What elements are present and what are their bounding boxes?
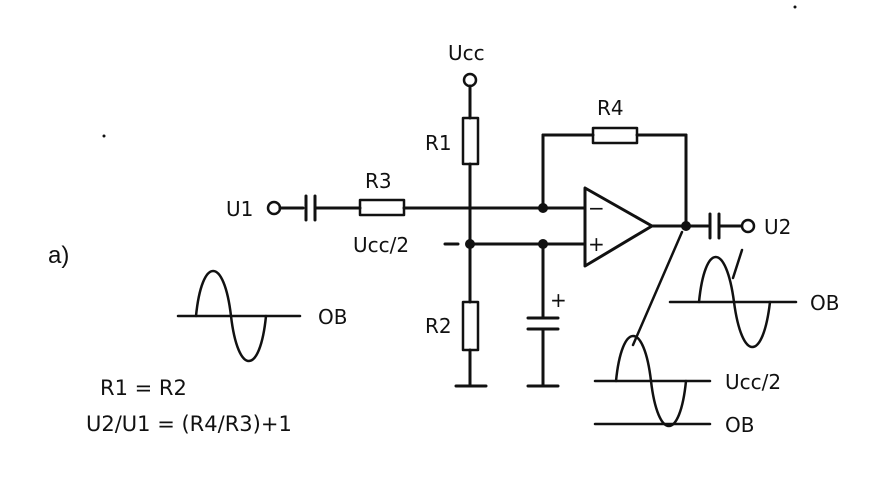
output-label: U2 — [764, 215, 791, 239]
pointer-output-terminal — [731, 248, 744, 280]
bias-cap-plus: + — [550, 288, 567, 312]
figure-label: a) — [48, 242, 69, 269]
resistor-r4 — [591, 126, 639, 145]
op-amp-minus: − — [588, 196, 605, 220]
equation-gain: U2/U1 = (R4/R3)+1 — [86, 412, 292, 436]
pointer-output-node — [631, 230, 684, 347]
equation-resistor-ratio: R1 = R2 — [100, 376, 187, 400]
bias-ob-label: OB — [725, 413, 754, 437]
bias-label: Ucc/2 — [353, 233, 409, 257]
bias-waveform — [614, 334, 688, 428]
output-waveform — [697, 255, 772, 349]
r4-label: R4 — [597, 96, 624, 120]
op-amp — [583, 186, 654, 268]
resistor-r2 — [461, 300, 480, 352]
output-ob-label: OB — [810, 291, 839, 315]
output-terminal — [740, 218, 756, 234]
supply-terminal — [462, 72, 478, 88]
op-amp-plus: + — [588, 232, 605, 256]
resistor-r3 — [358, 198, 406, 217]
input-terminal — [266, 200, 282, 216]
scan-speck — [793, 5, 797, 9]
input-waveform — [194, 269, 268, 363]
input-ob-label: OB — [318, 305, 347, 329]
output-junction — [681, 221, 691, 231]
supply-label: Ucc — [448, 41, 485, 65]
r1-label: R1 — [425, 131, 452, 155]
r2-label: R2 — [425, 314, 452, 338]
bias-wave-label: Ucc/2 — [725, 370, 781, 394]
input-label: U1 — [226, 197, 253, 221]
resistor-r1 — [461, 116, 480, 166]
r3-label: R3 — [365, 169, 392, 193]
scan-speck — [102, 134, 106, 138]
